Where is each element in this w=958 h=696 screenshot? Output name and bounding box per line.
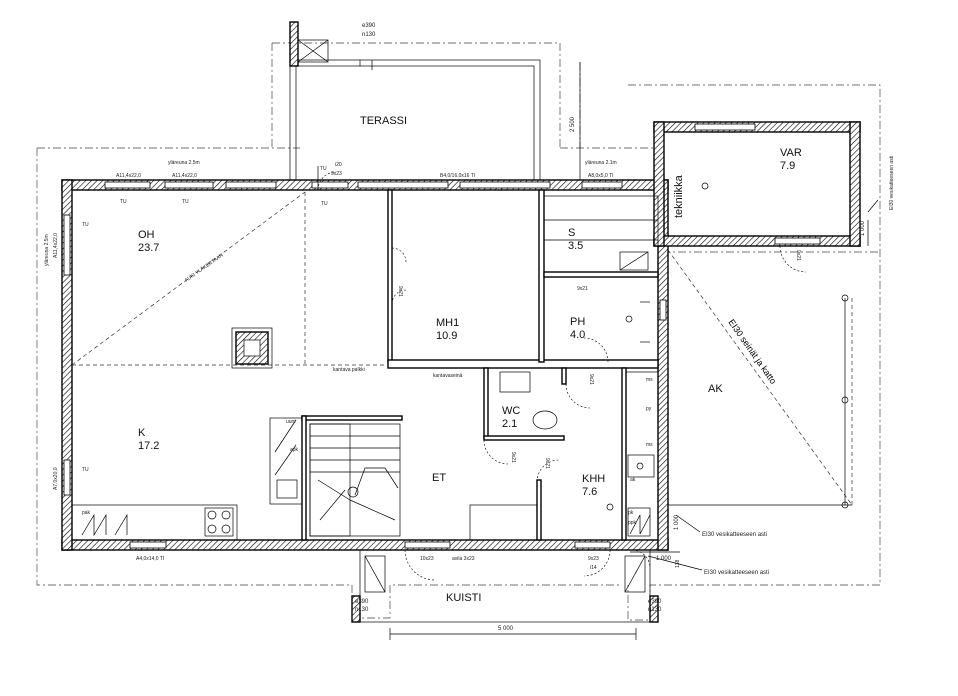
tu-3: TU bbox=[321, 201, 328, 207]
window-a11-2: A11,4x22,0 bbox=[172, 173, 197, 179]
door-9x21-b: 9x21 bbox=[588, 374, 594, 385]
ei30-seinat: EI30 seinät ja katto bbox=[726, 317, 778, 385]
avila: avila 3x23 bbox=[452, 556, 475, 562]
room-label-kuisti: KUISTI bbox=[446, 592, 481, 604]
ppk: ppk bbox=[628, 520, 637, 526]
dim-138: 138 bbox=[675, 559, 681, 568]
ylareuna-25-left: yläreuna 2.5m bbox=[44, 234, 50, 266]
ei30-vesikate-bot: EI30 vesikatteeseen asti bbox=[704, 570, 769, 576]
e390-left: e390 bbox=[355, 599, 369, 605]
windows bbox=[63, 123, 821, 549]
fixtures bbox=[469, 182, 709, 541]
ak-label: ak bbox=[630, 477, 636, 483]
room-area-wc: 2.1 bbox=[502, 418, 517, 430]
room-area-khh: 7.6 bbox=[582, 486, 597, 498]
window-a7: A7,0x20,0 bbox=[53, 467, 59, 490]
room-area-oh: 23.7 bbox=[138, 242, 159, 254]
e390-top: e390 bbox=[362, 23, 376, 29]
ei30-vesikate-mid: EI30 vesikatteeseen asti bbox=[702, 532, 767, 538]
tu-2: TU bbox=[182, 199, 189, 205]
tu-5: TU bbox=[82, 467, 89, 473]
dim-5000: 5 000 bbox=[498, 626, 514, 632]
room-label-oh: OH bbox=[138, 229, 155, 241]
kantava-seina: kantavaseinä bbox=[433, 373, 463, 379]
dim-1000-var: 1 000 bbox=[860, 220, 866, 236]
fireplace bbox=[231, 327, 273, 369]
room-label-var: VAR bbox=[780, 147, 802, 159]
room-label-s: S bbox=[568, 227, 575, 239]
open-above-lines bbox=[71, 191, 853, 509]
window-a11-left: A11,4x22,0 bbox=[53, 233, 59, 258]
ms2: ms bbox=[646, 442, 653, 448]
door-9x21-c: 9x21 bbox=[510, 452, 516, 463]
ylareuna-25: yläreuna 2.5m bbox=[168, 160, 200, 166]
tu-4: TU bbox=[82, 222, 89, 228]
pak: pak bbox=[82, 510, 91, 516]
stair bbox=[309, 423, 401, 537]
i20: i20 bbox=[335, 162, 342, 168]
py: py bbox=[646, 406, 652, 412]
door-9x23-top: 9x23 bbox=[331, 171, 342, 177]
window-b4: B4,0/16,0x16 TI bbox=[440, 173, 475, 179]
dimension-lines bbox=[389, 62, 879, 640]
room-label-terassi: TERASSI bbox=[360, 115, 407, 127]
door-9x21-ph: 9x21 bbox=[577, 286, 588, 292]
window-a8: A8,0x5,0 TI bbox=[588, 173, 613, 179]
room-label-khh: KHH bbox=[582, 473, 605, 485]
room-area-k: 17.2 bbox=[138, 440, 159, 452]
room-label-mh1: MH1 bbox=[436, 317, 459, 329]
terrace bbox=[289, 21, 541, 183]
dim-2500: 2 500 bbox=[570, 116, 576, 132]
door-10x23: 10x23 bbox=[420, 556, 434, 562]
kitchen bbox=[71, 417, 303, 541]
pk: pk bbox=[628, 510, 634, 516]
room-area-mh1: 10.9 bbox=[436, 330, 457, 342]
room-label-tekniikka: tekniikka bbox=[673, 174, 685, 218]
window-a11-1: A11,4x22,0 bbox=[116, 173, 141, 179]
uuni: uuni bbox=[286, 419, 295, 425]
door-9x21-e: 9x21 bbox=[795, 250, 801, 261]
dim-1000-b: 1 000 bbox=[656, 556, 672, 562]
door-9x23-bottom: 9x23 bbox=[588, 556, 599, 562]
door-9x21-d: 9x21 bbox=[544, 458, 550, 469]
window-a4: A4,0x14,0 TI bbox=[136, 556, 164, 562]
door-9x21-mh: 9x21 bbox=[397, 286, 403, 297]
room-label-k: K bbox=[138, 427, 146, 439]
kantava-palkki: kantava palkki bbox=[333, 367, 365, 373]
room-label-ph: PH bbox=[570, 316, 585, 328]
dim-1000-a: 1 000 bbox=[674, 514, 680, 530]
ylareuna-21: yläreuna 2.1m bbox=[585, 160, 617, 166]
ms: ms bbox=[646, 377, 653, 383]
room-label-ak: AK bbox=[708, 383, 723, 395]
auki-ylakertaan: AUKI YLÄKERTAAN bbox=[183, 252, 225, 284]
n130-right: n130 bbox=[648, 607, 662, 613]
n130-top: n130 bbox=[362, 32, 376, 38]
tu-6: TU bbox=[320, 166, 327, 172]
apk: apk bbox=[290, 447, 299, 453]
tu-1: TU bbox=[120, 199, 127, 205]
room-area-ph: 4.0 bbox=[570, 329, 585, 341]
n130-left: n130 bbox=[355, 607, 369, 613]
i14: i14 bbox=[590, 565, 597, 571]
room-label-wc: WC bbox=[502, 405, 520, 417]
room-area-var: 7.9 bbox=[780, 160, 795, 172]
room-area-s: 3.5 bbox=[568, 240, 583, 252]
e390-right: e390 bbox=[648, 599, 662, 605]
porch bbox=[351, 549, 659, 623]
ei30-vesikate-top: EI30 vesikatteeseen asti bbox=[889, 156, 895, 210]
room-label-et: ET bbox=[432, 472, 446, 484]
